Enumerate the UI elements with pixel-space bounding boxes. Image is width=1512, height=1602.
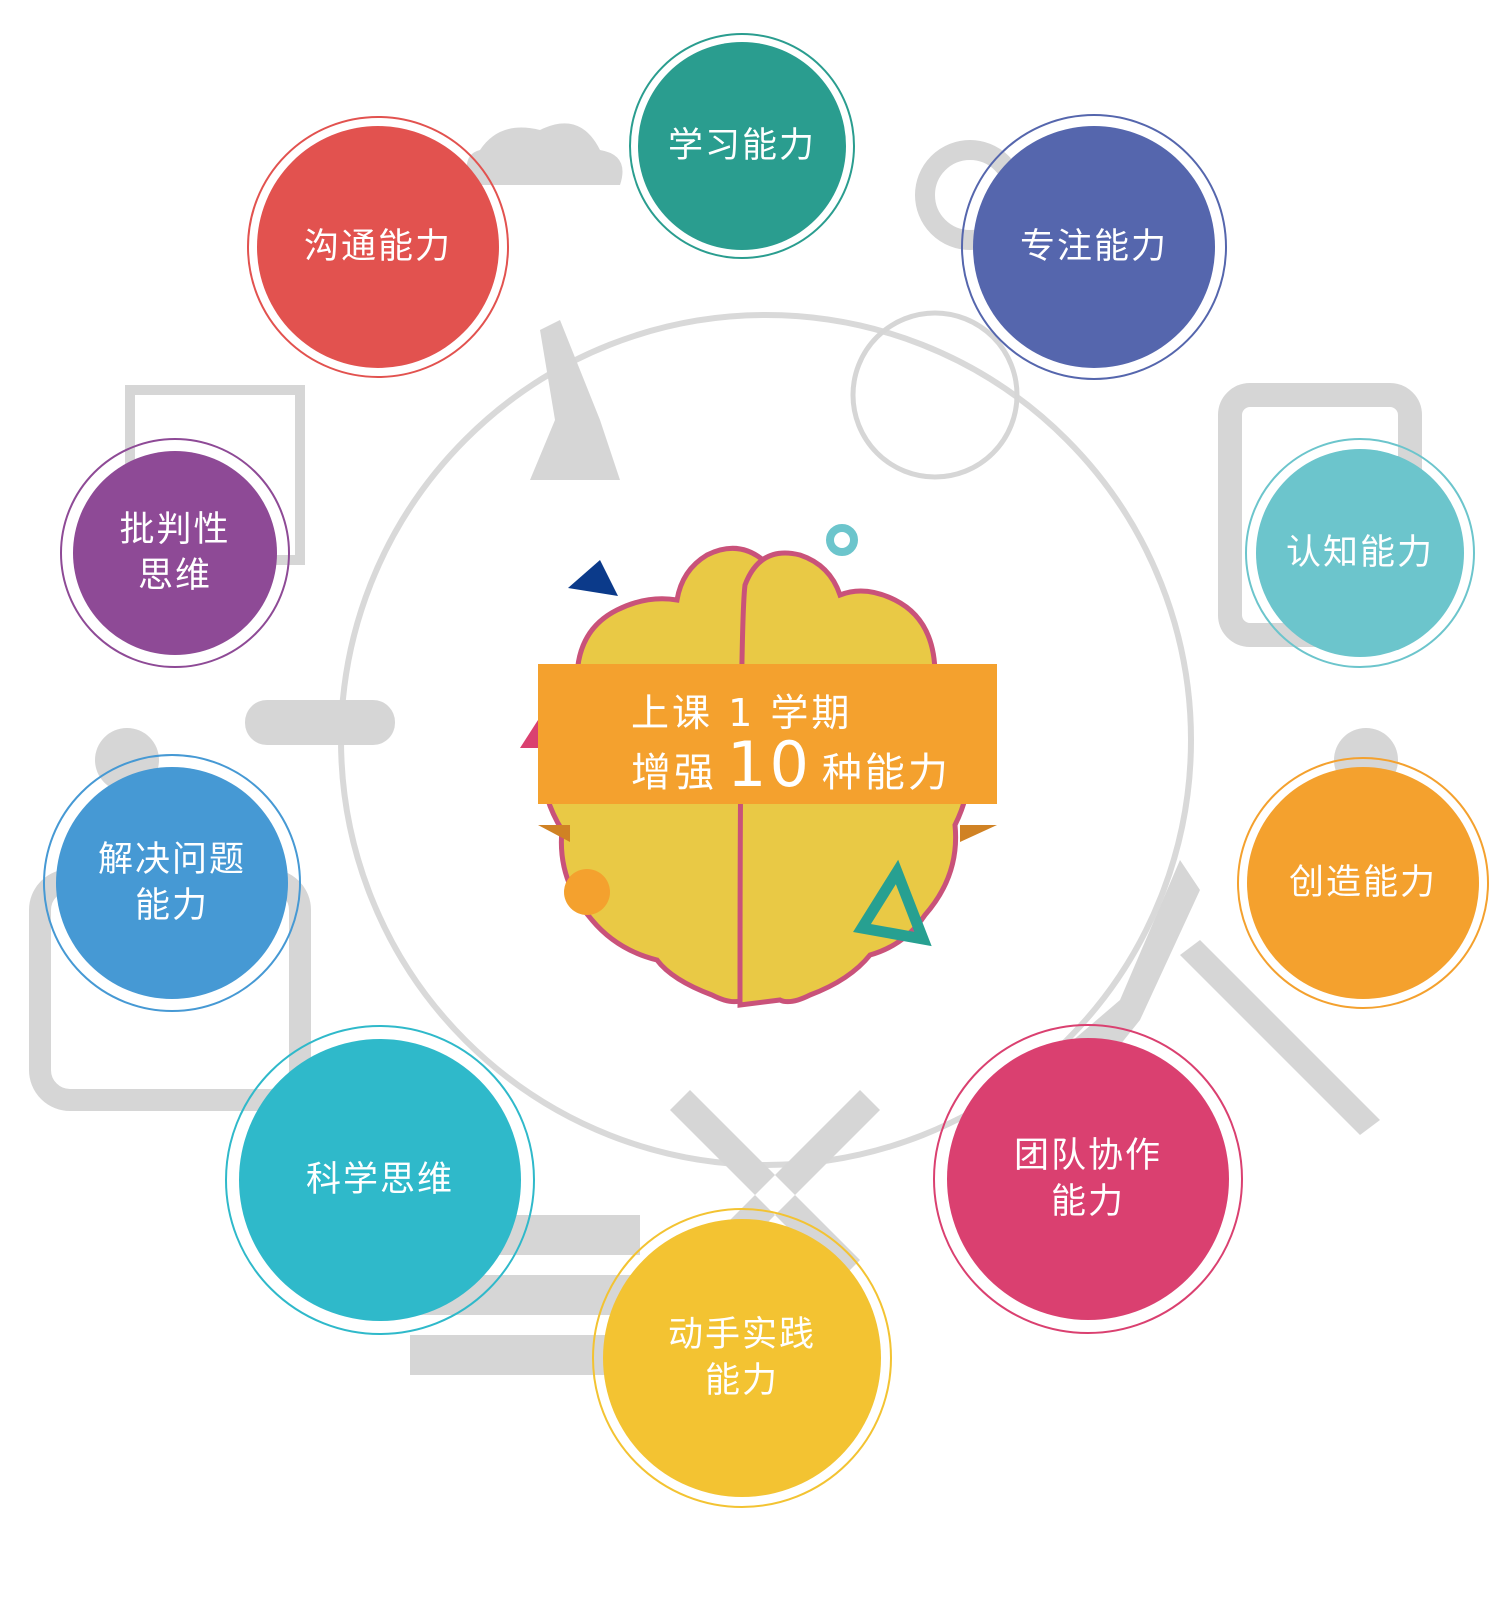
ability-node-problem-solving: 解决问题 能力 xyxy=(43,754,301,1012)
ability-label: 解决问题 能力 xyxy=(97,840,246,926)
ability-node-hands-on: 动手实践 能力 xyxy=(592,1208,892,1508)
ability-circle: 学习能力 xyxy=(638,42,846,250)
ability-label: 动手实践 能力 xyxy=(667,1315,816,1401)
banner-fold-right xyxy=(960,825,997,842)
ability-circle: 科学思维 xyxy=(239,1039,521,1321)
triangle-outline-teal xyxy=(853,859,932,947)
ability-label: 学习能力 xyxy=(667,126,816,166)
ability-label: 创造能力 xyxy=(1288,863,1437,903)
ability-label: 专注能力 xyxy=(1019,227,1168,267)
ability-node-communication: 沟通能力 xyxy=(247,116,509,378)
robot-arm-icon xyxy=(530,320,620,480)
ability-ring xyxy=(60,438,290,668)
ability-node-cognition: 认知能力 xyxy=(1245,438,1475,668)
ability-ring xyxy=(1245,438,1475,668)
ability-circle: 认知能力 xyxy=(1256,449,1464,657)
ability-node-scientific-thinking: 科学思维 xyxy=(225,1025,535,1335)
triangle-navy xyxy=(568,560,618,596)
ring-cyan xyxy=(826,524,858,556)
ability-ring xyxy=(592,1208,892,1508)
ability-label: 沟通能力 xyxy=(303,227,452,267)
dot-orange xyxy=(564,869,610,915)
cloud-icon xyxy=(466,123,623,185)
banner-line-1: 上课 1 学期 xyxy=(631,691,853,735)
ability-circle: 批判性 思维 xyxy=(73,451,277,655)
ability-label: 认知能力 xyxy=(1285,533,1434,573)
ability-label: 批判性 思维 xyxy=(119,510,231,596)
dots-circle-icon xyxy=(850,310,1020,480)
ability-circle: 专注能力 xyxy=(973,126,1215,368)
banner-number: 10 xyxy=(727,728,812,801)
ability-node-learning: 学习能力 xyxy=(629,33,855,259)
ability-circle: 创造能力 xyxy=(1247,767,1479,999)
ability-node-focus: 专注能力 xyxy=(961,114,1227,380)
ability-ring xyxy=(43,754,301,1012)
ability-ring xyxy=(1237,757,1489,1009)
ability-ring xyxy=(961,114,1227,380)
telescope-icon xyxy=(245,700,395,745)
satellite-icon xyxy=(1180,940,1380,1135)
ability-node-teamwork: 团队协作 能力 xyxy=(933,1024,1243,1334)
rocket-icon xyxy=(1050,860,1200,1070)
ability-circle: 动手实践 能力 xyxy=(603,1219,881,1497)
banner-fold-left xyxy=(538,825,570,842)
ability-ring xyxy=(629,33,855,259)
ability-node-critical-thinking: 批判性 思维 xyxy=(60,438,290,668)
ability-label: 团队协作 能力 xyxy=(1013,1136,1162,1222)
banner-prefix: 增强 xyxy=(631,750,717,796)
ability-label: 科学思维 xyxy=(305,1160,454,1200)
ability-circle: 团队协作 能力 xyxy=(947,1038,1229,1320)
ability-circle: 解决问题 能力 xyxy=(56,767,288,999)
ability-ring xyxy=(247,116,509,378)
ability-circle: 沟通能力 xyxy=(257,126,499,368)
ability-ring xyxy=(933,1024,1243,1334)
ability-ring xyxy=(225,1025,535,1335)
banner-suffix: 种能力 xyxy=(821,750,951,796)
ability-node-creativity: 创造能力 xyxy=(1237,757,1489,1009)
triangle-pink xyxy=(520,720,538,748)
